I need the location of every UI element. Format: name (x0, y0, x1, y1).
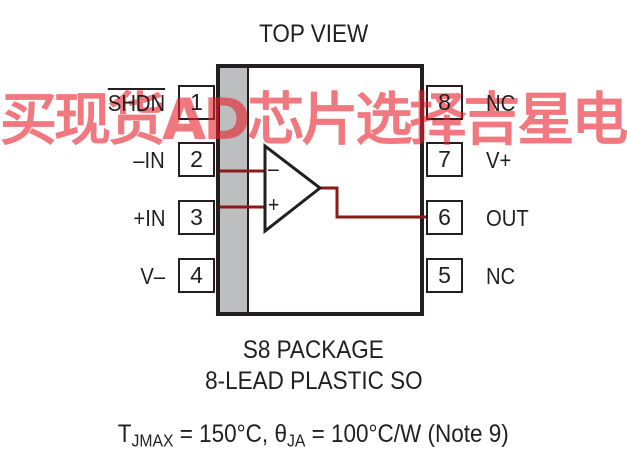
pin-label-noninverting-input: +IN (132, 205, 165, 231)
opamp-symbol (263, 142, 323, 235)
pin-number-1: 1 (190, 89, 203, 115)
pin-label-positive-supply: V+ (486, 147, 512, 173)
wire-output (320, 186, 426, 219)
pin1-stripe (220, 68, 247, 312)
watermark: 买现货AD芯片选择吉星电子 (0, 86, 627, 153)
tjmax-subscript: JMAX (131, 430, 174, 451)
pin-number-7: 7 (438, 146, 451, 172)
pin-label-shdn: SHDN (107, 90, 165, 116)
opamp-plus-sign: + (268, 192, 280, 217)
tjmax-symbol: T (117, 420, 132, 448)
tjmax-value: = 150°C, (173, 420, 275, 448)
thermal-spec: TJMAX = 150°C, θJA = 100°C/W (Note 9) (0, 420, 627, 451)
pin-box-4 (178, 258, 215, 293)
pin-number-4: 4 (190, 262, 203, 288)
pin-number-2: 2 (190, 146, 203, 172)
pin-box-2 (178, 142, 215, 177)
package-body (216, 64, 424, 316)
pin-number-5: 5 (438, 262, 451, 288)
pin-box-8 (426, 85, 463, 120)
pin-box-1 (178, 85, 215, 120)
theta-value: = 100°C/W (Note 9) (305, 420, 510, 448)
pin-number-3: 3 (190, 204, 203, 230)
pin-label-output: OUT (486, 205, 529, 231)
pin-label-inverting-input: –IN (133, 147, 165, 173)
pin-number-6: 6 (438, 204, 451, 230)
pin-number-8: 8 (438, 89, 451, 115)
pin-box-3 (178, 200, 215, 235)
opamp-minus-sign: – (268, 156, 279, 181)
package-description: 8-LEAD PLASTIC SO (204, 367, 423, 395)
pin-label-nc-8: NC (486, 90, 516, 116)
pin-label-negative-supply: V– (140, 263, 165, 289)
pin-label-nc-5: NC (486, 263, 516, 289)
package-name: S8 PACKAGE (243, 336, 384, 364)
top-view-label: TOP VIEW (258, 20, 369, 48)
pin-box-6 (426, 200, 463, 235)
theta-symbol: θ (274, 420, 288, 448)
pin-box-5 (426, 258, 463, 293)
pin-box-7 (426, 142, 463, 177)
theta-subscript: JA (287, 430, 306, 451)
